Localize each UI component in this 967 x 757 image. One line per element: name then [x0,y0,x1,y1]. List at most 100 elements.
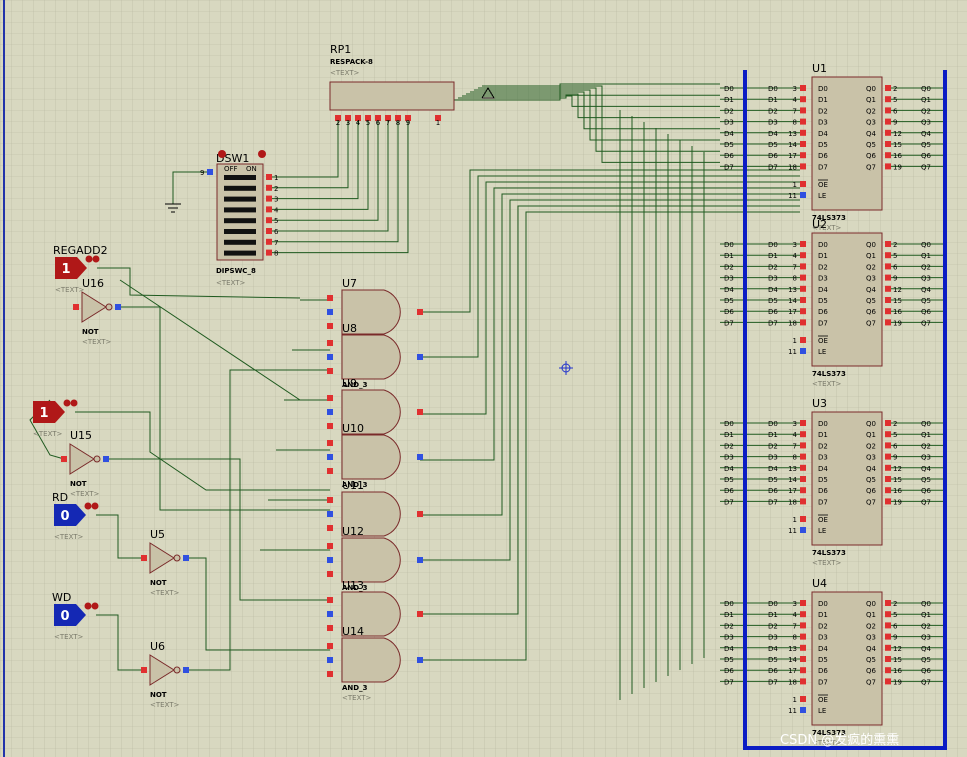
wire-segment[interactable] [462,95,720,107]
wire-segment[interactable] [272,121,369,210]
dip-switch-lever[interactable] [224,185,256,191]
and-gate-body[interactable] [341,289,401,335]
wire-segment[interactable] [96,614,144,671]
dip-switch-lever[interactable] [224,175,256,180]
wire-segment[interactable] [420,181,800,415]
wire-segment[interactable] [272,121,389,232]
and-gate-u13[interactable]: U13 [327,579,423,637]
and-gate-u7[interactable]: U7 [327,277,423,335]
wire-segment[interactable] [272,121,359,200]
wire-segment[interactable] [186,369,330,671]
and-gate-body[interactable] [341,434,401,480]
latch-in-net: D5 [768,476,778,484]
wire-segment[interactable] [75,411,330,491]
wire-segment[interactable] [420,187,800,461]
pin-marker [800,348,806,354]
wire-segment[interactable] [420,211,800,661]
wire-segment[interactable] [172,171,207,204]
probe-wd[interactable]: WD0<TEXT> [52,591,99,641]
wire-segment[interactable] [474,89,720,141]
dip-switch-lever[interactable] [224,250,256,256]
latch-left-net: D5 [724,476,734,484]
latch-left-net: D0 [724,85,734,93]
latch-right-net: Q0 [921,85,931,93]
and-gate-u9[interactable]: U9 [327,377,423,435]
rp1-body[interactable] [329,81,455,111]
dip-switch-lever[interactable] [224,229,256,234]
and-gate-body[interactable] [341,637,401,683]
latch-output-label: Q7 [866,678,876,686]
probe-regadd2-body[interactable] [55,257,87,279]
dip-switch-lever[interactable] [224,218,256,224]
wire-segment[interactable] [482,85,720,163]
pin-marker [327,309,333,315]
and-gate-body[interactable] [341,334,401,380]
probe-wd-body[interactable] [54,604,86,626]
probe-rd-body[interactable] [54,504,86,526]
dsw1-pin-number: 4 [274,206,279,214]
wire-segment[interactable] [272,121,399,243]
latch-u3[interactable]: U3D03D0D0D14D1D1D27D2D2D38D3D3D413D4D4D5… [724,397,932,567]
probe-unnamed[interactable]: 1<TEXT> [33,399,78,439]
dip-switch-lever[interactable] [224,207,256,213]
wire-segment[interactable] [478,87,720,152]
not-gate-body[interactable] [69,443,95,475]
pin-marker [885,96,891,103]
and-gate-body[interactable] [341,491,401,537]
and-gate-u11[interactable]: U11 [327,479,423,537]
latch-input-label: D0 [818,600,828,608]
wire-segment[interactable] [186,557,330,651]
power-arrow-icon [481,87,495,99]
wire-segment[interactable] [106,458,330,601]
wire-segment[interactable] [420,175,800,358]
latch-body[interactable] [811,232,883,367]
and-gate-body[interactable] [341,591,401,637]
latch-left-net: D4 [724,465,734,473]
latch-out-pin: 12 [893,286,902,294]
latch-u4[interactable]: U4D03D0D0D14D1D1D27D2D2D38D3D3D413D4D4D5… [724,577,932,747]
not-gate-body[interactable] [81,291,107,323]
wire-segment[interactable] [466,93,720,119]
latch-u1[interactable]: U1D03D0D0D14D1D1D27D2D2D38D3D3D413D4D4D5… [724,62,932,232]
wire-segment[interactable] [420,169,800,313]
wire-segment[interactable] [458,94,720,99]
not-gate-body[interactable] [149,654,175,686]
latch-left-net: D2 [724,263,734,271]
wire-segment[interactable] [272,121,349,189]
dip-switch-lever[interactable] [224,196,256,202]
wire-segment[interactable] [272,121,339,178]
not-gate-body[interactable] [149,542,175,574]
probe-rd[interactable]: RD0<TEXT> [52,491,99,541]
latch-out-pin: 12 [893,645,902,653]
and-gate-body[interactable] [341,389,401,435]
latch-in-pin: 17 [788,308,797,316]
wire-segment[interactable] [272,121,409,254]
latch-u2[interactable]: U2D03D0D0D14D1D1D27D2D2D38D3D3D413D4D4D5… [724,218,932,388]
wire-segment[interactable] [97,267,301,299]
probe-unnamed-body[interactable] [33,401,65,423]
and-gate-body[interactable] [341,537,401,583]
and-gate-ref: U13 [342,579,364,592]
wire-segment[interactable] [470,91,720,130]
wire-segment[interactable] [420,205,800,615]
latch-body[interactable] [811,76,883,211]
latch-body[interactable] [811,591,883,726]
latch-body[interactable] [811,411,883,546]
pin-marker [800,633,806,640]
pin-marker [405,115,411,121]
wire-segment[interactable] [272,121,379,221]
wire-segment[interactable] [420,199,800,561]
dip-switch-lever[interactable] [224,239,256,245]
wire-segment[interactable] [118,306,330,511]
wire-segment[interactable] [420,193,800,516]
wire-segment[interactable] [96,514,144,559]
